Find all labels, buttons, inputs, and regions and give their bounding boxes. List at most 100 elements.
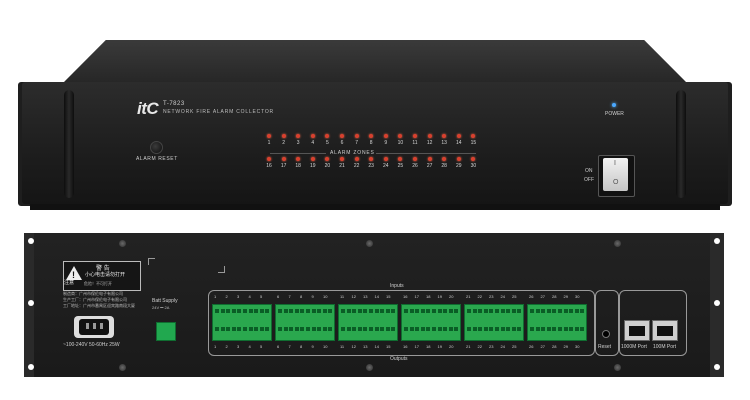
- divider: [376, 153, 476, 154]
- zone-number: 10: [397, 140, 404, 146]
- model-number: T-7823: [163, 101, 185, 107]
- output-number: 4: [248, 344, 251, 349]
- terminal-slot: [311, 309, 316, 313]
- terminal-block[interactable]: [527, 304, 587, 341]
- terminal-slot: [278, 309, 282, 313]
- zone-led: [340, 157, 344, 161]
- terminal-slot: [306, 327, 310, 331]
- zone-led: [383, 134, 388, 138]
- zone-led: [354, 157, 359, 161]
- output-number: 1: [214, 344, 217, 349]
- zone-led: [267, 134, 271, 138]
- terminal-slot: [546, 309, 551, 313]
- reset-button[interactable]: [602, 330, 610, 338]
- ethernet-port-100m[interactable]: [652, 320, 678, 341]
- zone-number: 20: [324, 163, 331, 169]
- terminal-slot: [443, 327, 448, 331]
- zone-led: [413, 157, 417, 161]
- terminal-slot: [409, 327, 414, 331]
- battery-terminal[interactable]: [156, 322, 176, 341]
- power-indicator-led: [612, 103, 616, 107]
- terminal-slot: [454, 309, 459, 313]
- terminal-slot: [231, 309, 236, 313]
- zone-led: [398, 134, 403, 138]
- zone-led: [413, 134, 417, 138]
- terminal-slot: [552, 327, 557, 331]
- terminal-slot: [569, 309, 574, 313]
- output-number: 9: [311, 344, 314, 349]
- zone-number: 14: [456, 140, 462, 146]
- zone-number: 8: [369, 140, 373, 146]
- terminal-slot: [283, 327, 288, 331]
- output-number: 10: [323, 344, 328, 349]
- zone-led: [296, 134, 301, 138]
- terminal-slot: [357, 327, 362, 331]
- zone-led: [456, 134, 461, 138]
- input-number: 8: [300, 294, 303, 299]
- output-number: 6: [277, 344, 280, 349]
- terminal-slot: [530, 309, 534, 313]
- zone-number: 26: [412, 163, 418, 169]
- warning-title: 警 告: [96, 266, 110, 272]
- switch-on-glyph: I: [614, 160, 616, 167]
- terminal-slot: [506, 327, 511, 331]
- input-number: 5: [260, 294, 263, 299]
- inlet-pin: [86, 323, 89, 329]
- terminal-slot: [259, 327, 264, 331]
- ethernet-port-1000m[interactable]: [624, 320, 650, 341]
- alarm-reset-button[interactable]: [150, 141, 163, 154]
- zone-number: 3: [296, 140, 300, 146]
- terminal-block[interactable]: [275, 304, 335, 341]
- terminal-slot: [558, 309, 562, 313]
- terminal-slot: [404, 327, 408, 331]
- zone-number: 12: [426, 140, 433, 146]
- terminal-slot: [500, 309, 505, 313]
- zone-led: [456, 157, 461, 161]
- terminal-slot: [472, 327, 477, 331]
- warning-text: 小心电击请勿打开: [85, 272, 126, 278]
- zone-led: [354, 134, 359, 138]
- alarm-zones-label: ALARM ZONES: [330, 150, 375, 156]
- terminal-slot: [289, 327, 294, 331]
- terminal-block[interactable]: [464, 304, 524, 341]
- terminal-slot: [552, 309, 557, 313]
- terminal-slot: [346, 309, 351, 313]
- zone-led: [281, 157, 286, 161]
- terminal-slot: [541, 309, 546, 313]
- input-number: 4: [248, 294, 251, 299]
- zone-number: 28: [441, 163, 447, 169]
- input-number: 28: [552, 294, 557, 299]
- terminal-slot: [420, 309, 425, 313]
- output-number: 11: [340, 344, 345, 349]
- zone-led: [267, 157, 271, 161]
- terminal-slot: [432, 309, 436, 313]
- terminal-slot: [495, 327, 499, 331]
- terminal-slot: [489, 327, 494, 331]
- terminal-slot: [415, 309, 420, 313]
- input-number: 21: [466, 294, 471, 299]
- terminal-slot: [300, 309, 305, 313]
- terminal-slot: [215, 309, 219, 313]
- zone-led: [442, 157, 447, 161]
- terminal-slot: [265, 327, 270, 331]
- output-number: 14: [374, 344, 379, 349]
- exclamation-icon: !: [72, 270, 75, 280]
- input-number: 13: [363, 294, 368, 299]
- terminal-slot: [391, 309, 396, 313]
- terminal-slot: [437, 309, 442, 313]
- input-number: 10: [323, 294, 328, 299]
- terminal-block[interactable]: [212, 304, 272, 341]
- terminal-slot: [454, 327, 459, 331]
- terminal-slot: [472, 309, 477, 313]
- terminal-slot: [511, 309, 516, 313]
- terminal-block[interactable]: [401, 304, 461, 341]
- terminal-slot: [341, 327, 345, 331]
- terminal-slot: [374, 309, 379, 313]
- zone-number: 4: [311, 140, 315, 146]
- terminal-block[interactable]: [338, 304, 398, 341]
- zone-number: 11: [412, 140, 418, 146]
- terminal-slot: [574, 309, 579, 313]
- zone-number: 18: [295, 163, 301, 169]
- power-switch[interactable]: [603, 158, 628, 191]
- on-label: ON: [585, 168, 593, 174]
